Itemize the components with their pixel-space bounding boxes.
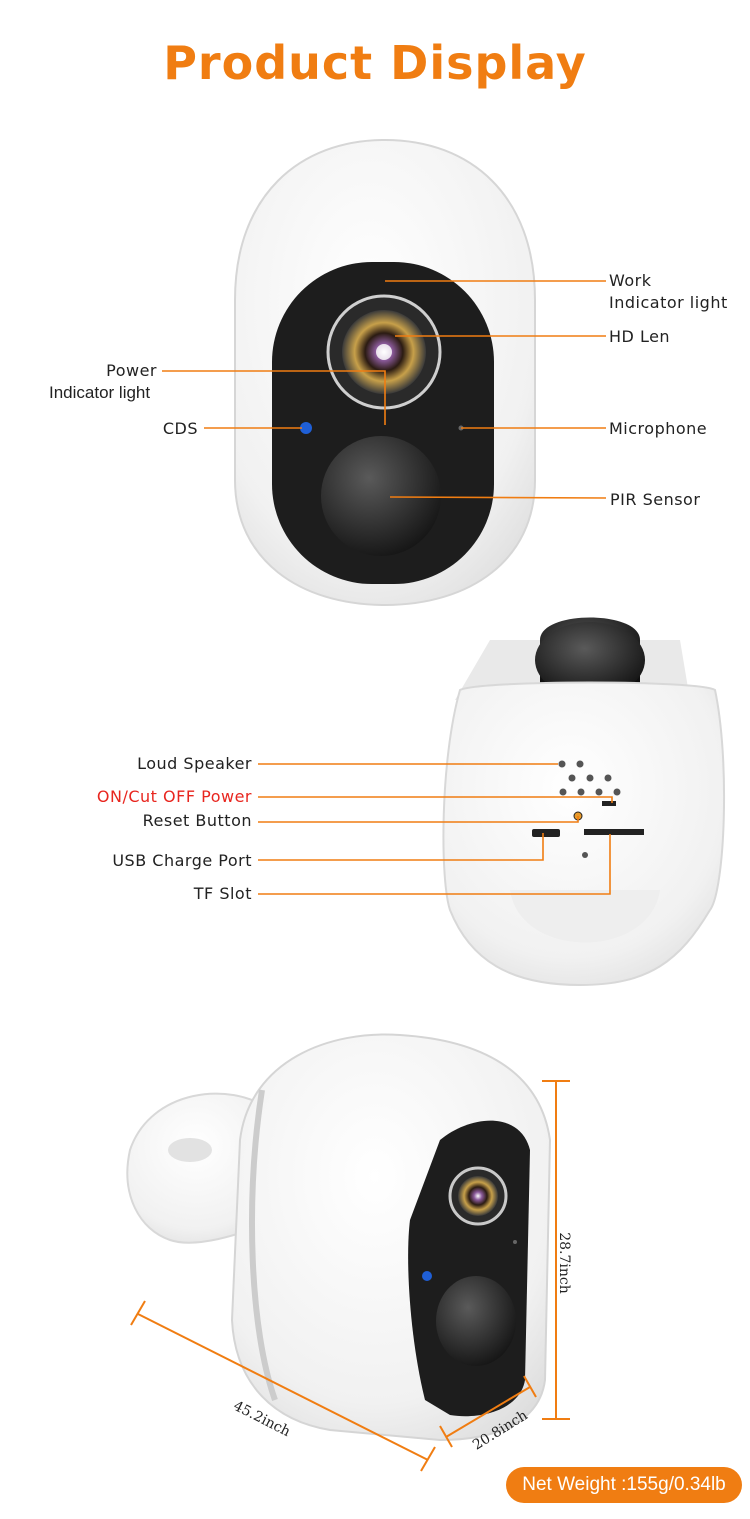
work-indicator-label: Work bbox=[609, 271, 652, 290]
tf-slot-label: TF Slot bbox=[193, 884, 252, 903]
back-camera bbox=[442, 617, 726, 987]
dimension-lines bbox=[130, 1080, 570, 1472]
power-indicator-label-line2: Indicator light bbox=[49, 383, 151, 402]
power-indicator-label: Power bbox=[106, 361, 157, 380]
on-cut-off-power-label: ON/Cut OFF Power bbox=[96, 787, 252, 806]
page-title: Product Display bbox=[163, 36, 587, 90]
reset-button-label: Reset Button bbox=[142, 811, 252, 830]
front-callout-lines bbox=[162, 280, 607, 499]
loud-speaker-label: Loud Speaker bbox=[137, 754, 252, 773]
net-weight-badge: Net Weight :155g/0.34lb bbox=[506, 1467, 742, 1503]
side-camera bbox=[126, 1033, 552, 1442]
back-callout-lines bbox=[258, 763, 613, 895]
usb-charge-port-label: USB Charge Port bbox=[112, 851, 252, 870]
hd-len-label: HD Len bbox=[609, 327, 671, 346]
microphone-label: Microphone bbox=[609, 419, 708, 438]
cds-label: CDS bbox=[162, 419, 198, 438]
work-indicator-label-line2: Indicator light bbox=[609, 293, 728, 312]
pir-sensor-label: PIR Sensor bbox=[610, 490, 701, 509]
height-dimension-label: 28.7inch bbox=[555, 1232, 572, 1294]
